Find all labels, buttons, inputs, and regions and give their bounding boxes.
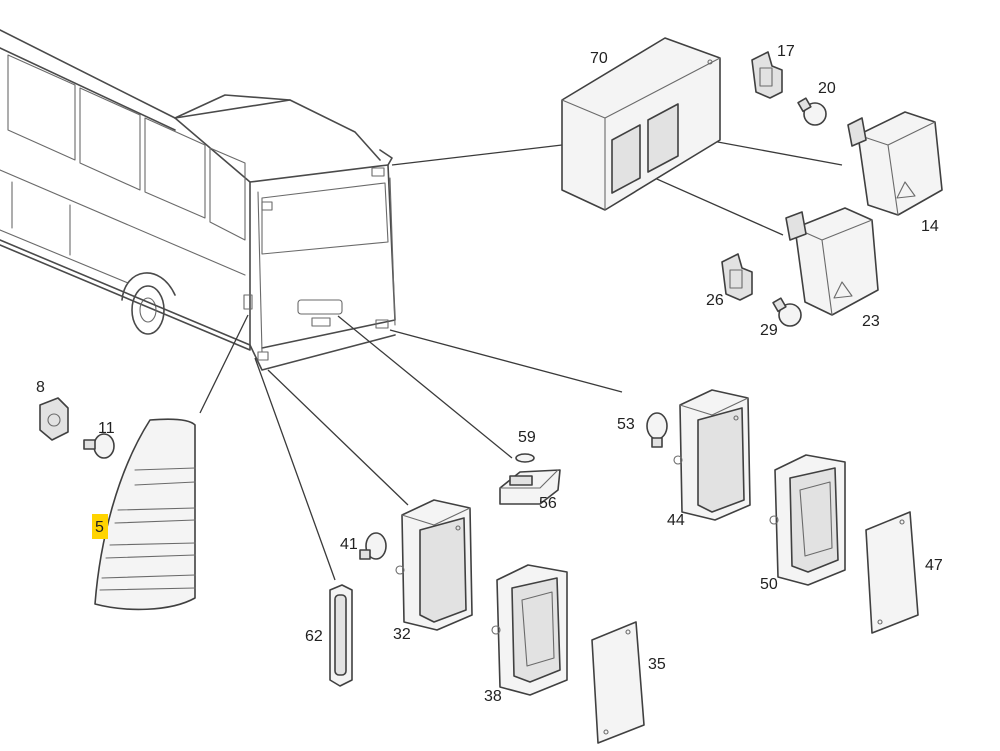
callout-50: 50 — [760, 576, 778, 593]
part-53-bulb[interactable] — [646, 412, 668, 448]
callout-32: 32 — [393, 626, 411, 643]
callout-5-highlight — [92, 514, 108, 539]
part-59-bulb[interactable] — [515, 453, 535, 463]
callout-11: 11 — [98, 420, 115, 437]
part-47-lens[interactable] — [865, 511, 919, 634]
callout-26: 26 — [706, 292, 724, 309]
callout-56: 56 — [539, 495, 557, 512]
part-32-lamp[interactable] — [395, 499, 473, 631]
part-17-bulb-socket[interactable] — [751, 51, 783, 99]
callout-labels: 70 17 20 14 26 29 23 8 11 5 59 56 53 44 … — [36, 43, 943, 705]
callout-5: 5 — [95, 519, 104, 536]
callout-17: 17 — [777, 43, 795, 60]
part-38-lamp-housing[interactable] — [491, 564, 568, 696]
part-29-bulb[interactable] — [772, 297, 802, 327]
callout-53: 53 — [617, 416, 635, 433]
part-11-bulb[interactable] — [83, 433, 115, 459]
leader-lines — [199, 134, 843, 581]
part-8-bulb-socket[interactable] — [39, 397, 69, 441]
part-56-licence-plate-lamp[interactable] — [499, 469, 561, 505]
callout-8: 8 — [36, 379, 45, 396]
part-26-bulb-socket[interactable] — [721, 253, 753, 301]
part-62-marker-light[interactable] — [329, 584, 353, 687]
callout-29: 29 — [760, 322, 778, 339]
part-23-lamp[interactable] — [785, 207, 879, 316]
callout-47: 47 — [925, 557, 943, 574]
part-44-lamp[interactable] — [673, 389, 751, 521]
callout-23: 23 — [862, 313, 880, 330]
part-5-rear-light-cluster[interactable] — [94, 418, 196, 611]
callout-62: 62 — [305, 628, 323, 645]
callout-38: 38 — [484, 688, 502, 705]
part-70-light-panel[interactable] — [561, 37, 721, 211]
callout-41: 41 — [340, 536, 358, 553]
part-35-lens[interactable] — [591, 621, 645, 744]
part-50-lamp-housing[interactable] — [769, 454, 846, 586]
callout-35: 35 — [648, 656, 666, 673]
part-41-bulb[interactable] — [359, 532, 387, 560]
bus-body — [0, 29, 396, 371]
callout-14: 14 — [921, 218, 939, 235]
callout-20: 20 — [818, 80, 836, 97]
part-14-lamp[interactable] — [847, 111, 943, 216]
part-20-bulb[interactable] — [797, 97, 827, 126]
callout-70: 70 — [590, 50, 608, 67]
callout-44: 44 — [667, 512, 685, 529]
callout-59: 59 — [518, 429, 536, 446]
